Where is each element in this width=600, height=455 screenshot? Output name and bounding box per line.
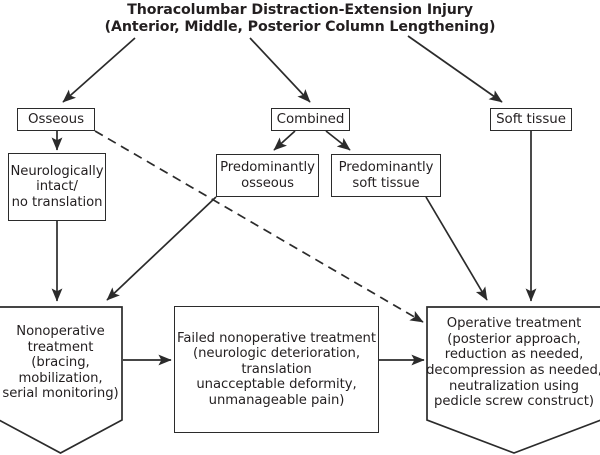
edge-pred-soft-tissue-to-operative bbox=[425, 196, 488, 301]
node-combined[interactable]: Combined bbox=[271, 108, 350, 131]
node-neurologically-intact[interactable]: Neurologically intact/ no translation bbox=[8, 153, 106, 221]
node-soft-tissue-label: Soft tissue bbox=[496, 111, 566, 127]
edge-title-to-soft-tissue bbox=[407, 35, 503, 103]
node-failed-nonoperative-treatment-label: Failed nonoperative treatment (neurologi… bbox=[177, 330, 376, 408]
nonoperative-shape bbox=[0, 306, 123, 454]
node-combined-label: Combined bbox=[276, 111, 345, 127]
node-failed-nonoperative-treatment[interactable]: Failed nonoperative treatment (neurologi… bbox=[174, 306, 379, 433]
node-predominantly-osseous[interactable]: Predominantly osseous bbox=[216, 154, 319, 197]
node-osseous-label: Osseous bbox=[27, 111, 85, 127]
node-predominantly-soft-tissue-label: Predominantly soft tissue bbox=[338, 160, 434, 191]
node-osseous[interactable]: Osseous bbox=[17, 108, 95, 131]
node-operative-treatment-label: Operative treatment (posterior approach,… bbox=[426, 316, 600, 410]
node-operative-treatment[interactable]: Operative treatment (posterior approach,… bbox=[426, 306, 600, 454]
node-soft-tissue[interactable]: Soft tissue bbox=[490, 108, 572, 131]
node-nonoperative-treatment[interactable]: Nonoperative treatment (bracing, mobiliz… bbox=[0, 306, 123, 454]
node-neurologically-intact-label: Neurologically intact/ no translation bbox=[10, 163, 104, 210]
diagram-title-line-1: Thoracolumbar Distraction-Extension Inju… bbox=[127, 2, 473, 18]
node-nonoperative-treatment-label: Nonoperative treatment (bracing, mobiliz… bbox=[2, 324, 119, 402]
edge-title-to-combined bbox=[249, 37, 311, 103]
operative-shape bbox=[426, 306, 600, 454]
node-predominantly-soft-tissue[interactable]: Predominantly soft tissue bbox=[331, 154, 441, 197]
edge-title-to-osseous bbox=[62, 37, 136, 103]
diagram-title: Thoracolumbar Distraction-Extension Inju… bbox=[0, 2, 600, 36]
node-predominantly-osseous-label: Predominantly osseous bbox=[220, 160, 315, 191]
diagram-title-line-2: (Anterior, Middle, Posterior Column Leng… bbox=[104, 19, 496, 35]
edge-combined-to-pred-soft-tissue bbox=[325, 130, 351, 151]
edge-combined-to-pred-osseous bbox=[273, 130, 296, 151]
edge-pred-osseous-to-nonoperative bbox=[106, 196, 217, 301]
